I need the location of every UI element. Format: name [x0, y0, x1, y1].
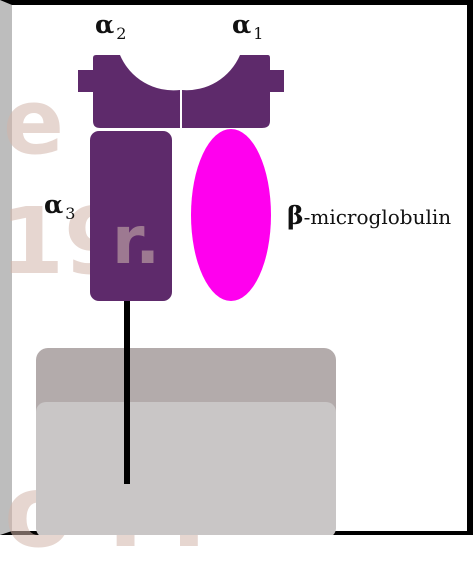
membrane-body: [36, 402, 336, 535]
alpha1-symbol: α: [232, 10, 251, 39]
alpha1-subscript: 1: [253, 24, 263, 43]
alpha2-subscript: 2: [116, 24, 126, 43]
alpha1-domain: [182, 55, 284, 128]
alpha2-domain: [78, 55, 180, 128]
alpha3-symbol: α: [44, 190, 63, 219]
beta-label-text: -microglobulin: [304, 205, 452, 229]
watermark-center: r.: [112, 208, 160, 274]
beta2-microglobulin-label: β-microglobulin: [287, 203, 451, 228]
beta2-microglobulin: [191, 129, 271, 301]
beta-symbol: β: [287, 201, 304, 230]
mhc-class-i-diagram: [0, 0, 473, 535]
alpha3-subscript: 3: [65, 204, 75, 223]
transmembrane-anchor: [124, 298, 130, 484]
alpha2-symbol: α: [95, 10, 114, 39]
